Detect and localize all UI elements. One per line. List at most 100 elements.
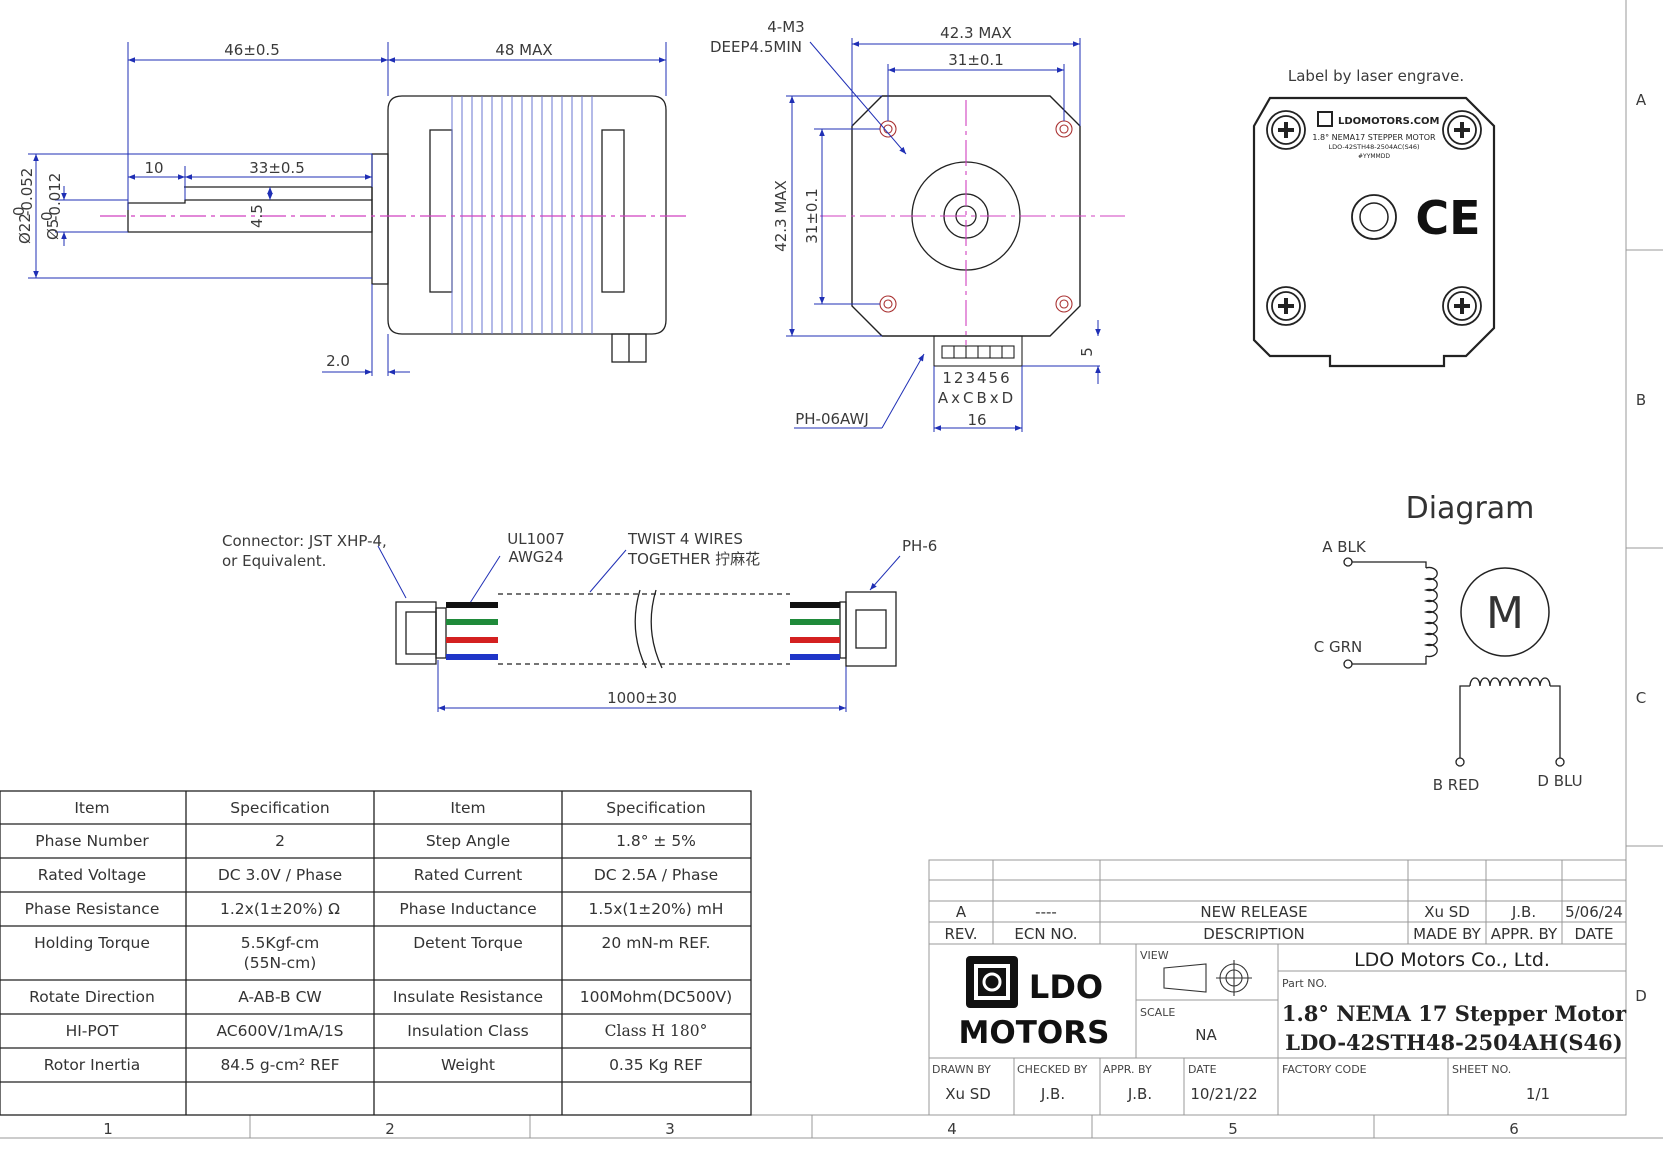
spec-cell: Class H 180°	[605, 1022, 708, 1040]
cable-twist-note-1: TWIST 4 WIRES	[627, 530, 743, 548]
description-value: NEW RELEASE	[1200, 903, 1307, 921]
spec-cell: Holding Torque	[34, 934, 150, 952]
cable-ph-note: PH-6	[902, 537, 937, 555]
diagram-title: Diagram	[1406, 491, 1535, 526]
diagram-d-blu: D BLU	[1537, 772, 1582, 790]
cable-wire-note-1: UL1007	[507, 530, 565, 548]
zone-col-4: 4	[947, 1120, 957, 1138]
front-dim-width-pitch: 31±0.1	[948, 51, 1004, 69]
appr-by-label: APPR. BY	[1103, 1063, 1152, 1076]
part-name-2: LDO-42STH48-2504AH(S46)	[1285, 1030, 1622, 1055]
made-by-header: MADE BY	[1413, 925, 1481, 943]
zone-row-a: A	[1636, 91, 1647, 109]
spec-header-item-2: Item	[450, 799, 485, 817]
spec-cell-sub: (55N-cm)	[244, 954, 317, 972]
spec-cell: Detent Torque	[413, 934, 523, 952]
dim-dia22-tol-lower: -0.052	[18, 168, 36, 216]
rev-value: A	[956, 903, 967, 921]
dim-4-5: 4.5	[248, 204, 266, 228]
dim-dia5-tol-upper: 0	[38, 211, 56, 221]
made-by-value: Xu SD	[1424, 903, 1470, 921]
zone-labels: A B C D 1 2 3 4 5 6	[103, 91, 1647, 1138]
spec-cell: Phase Number	[35, 832, 149, 850]
description-header: DESCRIPTION	[1203, 925, 1305, 943]
spec-cell: Insulate Resistance	[393, 988, 543, 1006]
pin-map: AxCBxD	[938, 389, 1016, 407]
label-line-3: #YYMMDD	[1358, 153, 1390, 160]
spec-cell: Weight	[441, 1056, 495, 1074]
spec-cell: A-AB-B CW	[238, 988, 322, 1006]
spec-header-spec-2: Specification	[606, 799, 706, 817]
spec-cell: HI-POT	[66, 1022, 119, 1040]
spec-cell: 20 mN-m REF.	[602, 934, 711, 952]
screw-icon	[1266, 110, 1482, 326]
date-label: DATE	[1188, 1063, 1217, 1076]
diagram-a-blk: A BLK	[1322, 538, 1367, 556]
ecn-header: ECN NO.	[1014, 925, 1077, 943]
scale-label: SCALE	[1140, 1006, 1175, 1019]
spec-cell: Insulation Class	[407, 1022, 529, 1040]
spec-cell: DC 3.0V / Phase	[218, 866, 342, 884]
appr-by-header: APPR. BY	[1491, 925, 1558, 943]
projection-symbol-icon	[1163, 960, 1252, 996]
spec-cell: Rated Voltage	[38, 866, 146, 884]
dim-dia22-tol-upper: 0	[10, 206, 28, 216]
spec-cell: Phase Inductance	[399, 900, 536, 918]
dim-2-0: 2.0	[326, 352, 350, 370]
zone-row-c: C	[1636, 689, 1646, 707]
front-dim-height-max: 42.3 MAX	[772, 180, 790, 252]
dim-33: 33±0.5	[249, 159, 305, 177]
pin-numbers: 123456	[942, 369, 1011, 387]
zone-col-2: 2	[385, 1120, 395, 1138]
spec-header-item-1: Item	[74, 799, 109, 817]
front-dim-height-pitch: 31±0.1	[803, 188, 821, 244]
dim-dia22: Ø22	[16, 213, 34, 244]
checked-by-value: J.B.	[1040, 1085, 1065, 1103]
front-view: 4-M3 DEEP4.5MIN 42.3 MAX 31±0.1 42.3 MAX…	[710, 18, 1125, 432]
logo-text-1: LDO	[1029, 968, 1103, 1006]
front-dim-16: 16	[967, 411, 986, 429]
dim-10: 10	[144, 159, 163, 177]
spec-cell: DC 2.5A / Phase	[594, 866, 718, 884]
label-view: Label by laser engrave. LDOMOTORS.COM 1.…	[1252, 67, 1496, 368]
motor-symbol	[1460, 567, 1550, 657]
date-header: DATE	[1574, 925, 1613, 943]
label-brand: LDOMOTORS.COM	[1338, 116, 1439, 127]
spec-header-spec-1: Specification	[230, 799, 330, 817]
cable-connector-note-1: Connector: JST XHP-4,	[222, 532, 387, 550]
title-block: A ---- NEW RELEASE Xu SD J.B. 5/06/24 RE…	[928, 859, 1627, 1116]
ldo-logo-icon	[1317, 111, 1333, 127]
zone-col-1: 1	[103, 1120, 113, 1138]
part-no-label: Part NO.	[1282, 977, 1327, 990]
spec-cell: Step Angle	[426, 832, 510, 850]
wire-set	[446, 602, 840, 660]
cable-connector-note-2: or Equivalent.	[222, 552, 326, 570]
cable-twist-note-2: TOGETHER 拧麻花	[627, 550, 760, 568]
checked-by-label: CHECKED BY	[1017, 1063, 1088, 1076]
zone-col-3: 3	[665, 1120, 675, 1138]
front-dim-5: 5	[1078, 347, 1096, 357]
zone-col-5: 5	[1228, 1120, 1238, 1138]
ce-mark: CE	[1415, 191, 1480, 245]
spec-cell: 5.5Kgf-cm	[241, 934, 319, 952]
rev-date-value: 5/06/24	[1565, 903, 1623, 921]
connector-label: PH-06AWJ	[795, 410, 869, 428]
label-line-2: LDO-42STH48-2504AC(S46)	[1328, 143, 1419, 151]
logo-text-2: MOTORS	[959, 1015, 1110, 1051]
diagram-b-red: B RED	[1433, 776, 1480, 794]
appr-by-value-2: J.B.	[1127, 1085, 1152, 1103]
spec-cell: Rated Current	[414, 866, 523, 884]
cable-wire-note-2: AWG24	[509, 548, 564, 566]
spec-cell: AC600V/1mA/1S	[216, 1022, 343, 1040]
spec-cell: Rotor Inertia	[44, 1056, 141, 1074]
dim-dia5: Ø5	[44, 219, 62, 240]
diagram-c-grn: C GRN	[1314, 638, 1363, 656]
part-name-1: 1.8° NEMA 17 Stepper Motor	[1282, 1001, 1627, 1026]
scale-value: NA	[1195, 1026, 1217, 1044]
dim-46: 46±0.5	[224, 41, 280, 59]
dim-dia5-tol-lower: -0.012	[46, 173, 64, 221]
spec-cell: Rotate Direction	[29, 988, 155, 1006]
hole-note-2: DEEP4.5MIN	[710, 38, 802, 56]
zone-row-d: D	[1635, 987, 1647, 1005]
dim-48-max: 48 MAX	[495, 41, 552, 59]
